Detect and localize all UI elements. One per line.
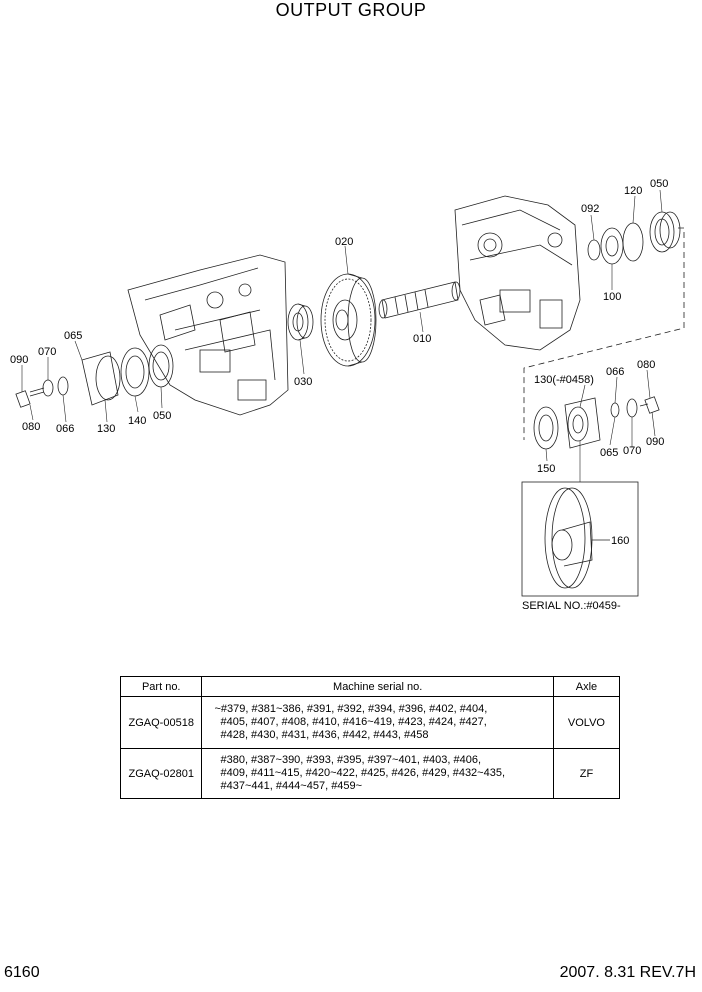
leader-lines	[21, 189, 663, 482]
serial-line: #380, #387~390, #393, #395, #397~401, #4…	[220, 754, 482, 766]
right-housing	[454, 195, 581, 351]
gear-020	[320, 273, 377, 367]
callout-065-right: 065	[600, 447, 618, 459]
callout-160: 160	[611, 535, 629, 547]
callout-100: 100	[603, 291, 621, 303]
part-number-cell: ZGAQ-02801	[119, 748, 203, 799]
callout-090-left: 090	[10, 354, 28, 366]
part-number-cell: ZGAQ-00518	[119, 696, 203, 749]
axle-cell: VOLVO	[552, 696, 621, 749]
callout-130-right: 130(-#0458)	[534, 374, 594, 386]
callout-070-right: 070	[623, 445, 641, 457]
callout-092: 092	[581, 203, 599, 215]
page-number: 6160	[4, 964, 40, 981]
detail-box-160	[521, 481, 639, 597]
serial-line: #405, #407, #408, #410, #416~419, #423, …	[220, 716, 487, 728]
callout-labels: 090 070 065 080 066 130 140 050 030 020 …	[10, 178, 668, 547]
serial-line: #409, #411~415, #420~422, #425, #426, #4…	[220, 767, 506, 779]
callout-120: 120	[624, 185, 642, 197]
callout-050-left: 050	[153, 410, 171, 422]
callout-150: 150	[537, 463, 555, 475]
dashed-connector	[523, 227, 685, 440]
callout-066-right: 066	[606, 366, 624, 378]
callout-065-left: 065	[64, 330, 82, 342]
bearing-030	[287, 303, 314, 341]
left-housing	[127, 254, 289, 416]
header-machine-serial: Machine serial no.	[201, 676, 554, 697]
axle-cell: ZF	[552, 748, 621, 799]
exploded-view-diagram: 090 070 065 080 066 130 140 050 030 020 …	[10, 178, 685, 597]
callout-020: 020	[335, 236, 353, 248]
callout-030: 030	[294, 376, 312, 388]
header-part-no: Part no.	[119, 676, 203, 697]
callout-080-right: 080	[637, 359, 655, 371]
serial-line: #428, #430, #431, #436, #442, #443, #458	[220, 729, 429, 741]
serial-note: SERIAL NO.:#0459-	[522, 600, 621, 612]
lower-yoke-cluster	[533, 396, 660, 450]
page-title: OUTPUT GROUP	[275, 0, 427, 20]
table-row: ZGAQ-00518 ~#379, #381~386, #391, #392, …	[119, 696, 621, 749]
table-row: ZGAQ-02801 #380, #387~390, #393, #395, #…	[119, 748, 621, 799]
callout-070-left: 070	[38, 346, 56, 358]
table-header-row: Part no. Machine serial no. Axle	[119, 676, 621, 697]
callout-050-right: 050	[650, 178, 668, 190]
revision-date: 2007. 8.31 REV.7H	[559, 964, 696, 981]
header-axle: Axle	[552, 676, 621, 697]
serial-line: #437~441, #444~457, #459~	[220, 780, 363, 792]
callout-140: 140	[128, 415, 146, 427]
callout-130-left: 130	[97, 423, 115, 435]
parts-table: Part no. Machine serial no. Axle ZGAQ-00…	[119, 676, 621, 799]
callout-090-right: 090	[646, 436, 664, 448]
serial-line: ~#379, #381~386, #391, #392, #394, #396,…	[214, 703, 488, 715]
serial-cell: ~#379, #381~386, #391, #392, #394, #396,…	[201, 696, 554, 749]
callout-010: 010	[413, 333, 431, 345]
right-seal-cluster	[587, 211, 681, 265]
callout-080-left: 080	[22, 421, 40, 433]
shaft-010	[378, 281, 461, 319]
callout-066-left: 066	[56, 423, 74, 435]
serial-cell: #380, #387~390, #393, #395, #397~401, #4…	[201, 748, 554, 799]
